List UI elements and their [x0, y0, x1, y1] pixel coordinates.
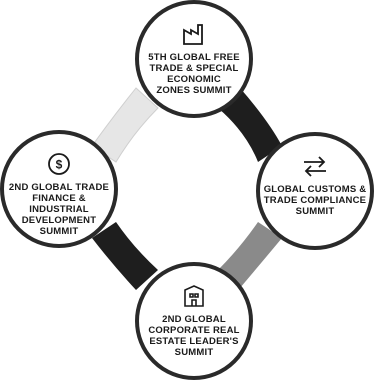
- connector-top-right: [218, 88, 282, 162]
- building-icon: [178, 282, 210, 310]
- node-top-label: 5th GLOBAL FREE TRADE & SPECIAL ECONOMIC…: [148, 52, 240, 96]
- factory-icon: [178, 20, 210, 48]
- svg-text:$: $: [56, 158, 63, 172]
- node-right-label: GLOBAL CUSTOMS & TRADE COMPLIANCE SUMMIT: [263, 184, 367, 217]
- node-corporate-real-estate-summit: 2nd GLOBAL CORPORATE REAL ESTATE LEADER'…: [135, 262, 253, 380]
- node-bottom-label: 2nd GLOBAL CORPORATE REAL ESTATE LEADER'…: [148, 314, 240, 358]
- dollar-cycle-icon: $: [43, 150, 75, 178]
- connector-right-bottom: [218, 222, 282, 288]
- node-customs-compliance-summit: GLOBAL CUSTOMS & TRADE COMPLIANCE SUMMIT: [256, 132, 374, 250]
- node-free-trade-zones-summit: 5th GLOBAL FREE TRADE & SPECIAL ECONOMIC…: [135, 0, 253, 118]
- connector-left-top: [91, 87, 159, 163]
- exchange-arrows-icon: [299, 152, 331, 180]
- node-trade-finance-summit: $ 2nd GLOBAL TRADE FINANCE & INDUSTRIAL …: [0, 130, 118, 248]
- connector-bottom-left: [92, 222, 158, 290]
- node-left-label: 2nd GLOBAL TRADE FINANCE & INDUSTRIAL DE…: [8, 182, 110, 237]
